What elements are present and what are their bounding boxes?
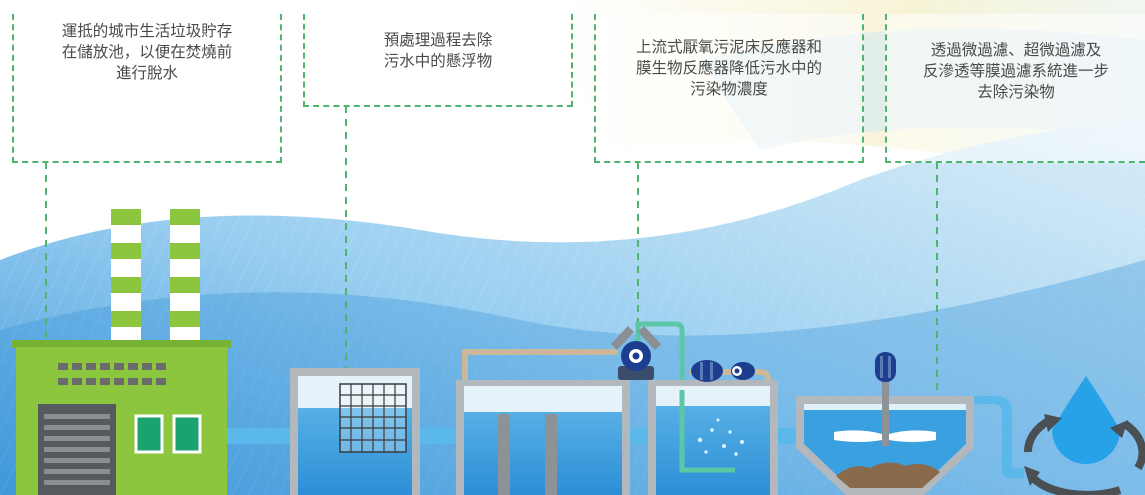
caption-storage: 運抵的城市生活垃圾貯存 在儲放池，以便在焚燒前 進行脫水	[61, 22, 233, 82]
connector-lines	[45, 106, 938, 400]
caption-pretreatment: 預處理過程去除 污水中的懸浮物	[383, 31, 493, 70]
permeate-pumps	[691, 360, 755, 382]
blower-pump	[611, 326, 661, 380]
screening-tank	[290, 368, 420, 495]
uasb-reactor	[456, 380, 630, 495]
caption-box-bioreactor: 上流式厭氧污泥床反應器和 膜生物反應器降低污水中的 污染物濃度	[594, 14, 864, 163]
caption-box-pretreatment: 預處理過程去除 污水中的懸浮物	[303, 14, 573, 107]
filtration-tank	[796, 352, 974, 495]
caption-box-storage: 運抵的城市生活垃圾貯存 在儲放池，以便在焚燒前 進行脫水	[12, 14, 282, 163]
caption-membrane-filtration: 透過微過濾、超微過濾及 反滲透等膜過濾系統進一步 去除污染物	[922, 41, 1109, 101]
caption-bioreactor: 上流式厭氧污泥床反應器和 膜生物反應器降低污水中的 污染物濃度	[635, 38, 822, 98]
membrane-bioreactor	[648, 380, 778, 495]
incinerator-plant	[12, 196, 231, 495]
water-recycle-icon	[1024, 376, 1145, 495]
caption-box-membrane-filtration: 透過微過濾、超微過濾及 反滲透等膜過濾系統進一步 去除污染物	[885, 14, 1145, 163]
